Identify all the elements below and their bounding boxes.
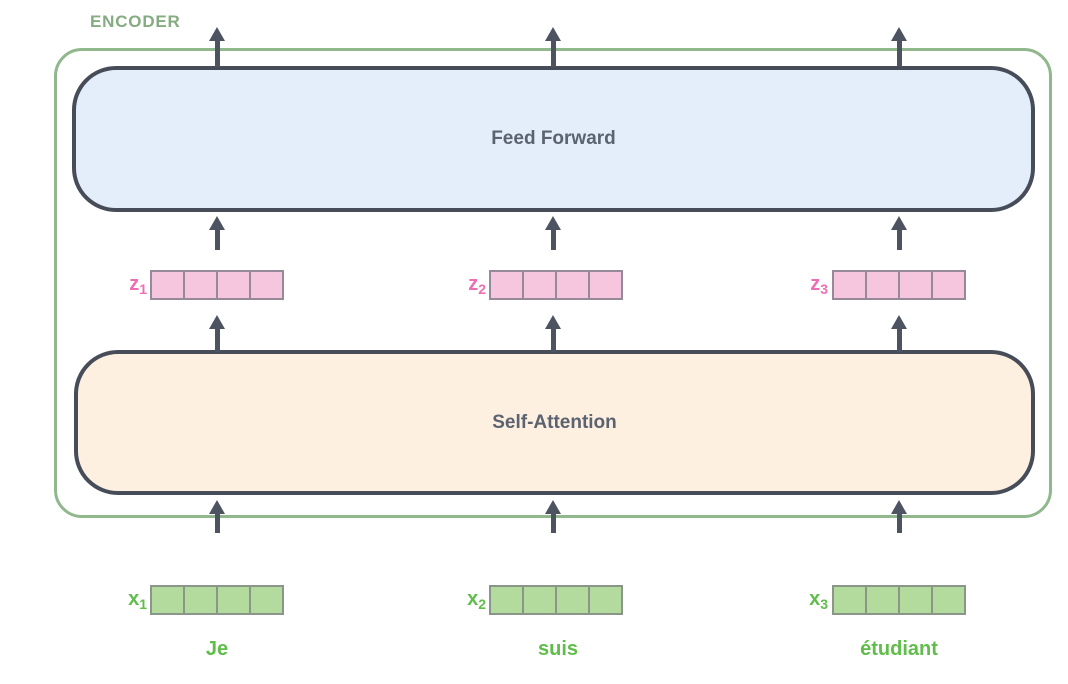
x2-subscript: 2: [478, 596, 486, 612]
vector-cell: [152, 587, 185, 613]
z2-base: z: [468, 273, 479, 295]
arrow-up-icon: [209, 500, 225, 533]
x2-vector-label: x2: [444, 585, 486, 618]
vector-cell: [590, 587, 621, 613]
vector-cell: [933, 272, 964, 298]
arrow-up-icon: [209, 315, 225, 352]
arrow-up-icon: [545, 315, 561, 352]
vector-cell: [867, 587, 900, 613]
vector-cell: [185, 272, 218, 298]
arrow-shaft: [896, 514, 902, 533]
z3-subscript: 3: [820, 281, 828, 297]
z1-subscript: 1: [139, 281, 147, 297]
z1-vector: [150, 270, 284, 300]
token-suis: suis: [537, 638, 579, 660]
x3-base: x: [809, 588, 821, 610]
arrow-up-icon: [891, 216, 907, 250]
x3-vector: [832, 585, 966, 615]
x3-vector-label: x3: [786, 585, 828, 618]
arrow-up-icon: [545, 27, 561, 67]
x2-base: x: [467, 588, 479, 610]
arrow-shaft: [550, 41, 556, 67]
token-je: Je: [205, 638, 229, 660]
arrow-head: [209, 500, 225, 514]
z3-vector-label: z3: [786, 270, 828, 303]
arrow-head: [545, 216, 561, 230]
vector-cell: [557, 587, 590, 613]
vector-cell: [152, 272, 185, 298]
arrow-shaft: [214, 329, 220, 352]
z2-vector-label: z2: [444, 270, 486, 303]
vector-cell: [900, 587, 933, 613]
x1-vector-label: x1: [105, 585, 147, 618]
self-attention-block: Self-Attention: [74, 350, 1035, 495]
vector-cell: [933, 587, 964, 613]
z2-subscript: 2: [478, 281, 486, 297]
arrow-head: [891, 500, 907, 514]
arrow-head: [545, 315, 561, 329]
arrow-shaft: [550, 514, 556, 533]
arrow-shaft: [896, 41, 902, 67]
arrow-up-icon: [545, 216, 561, 250]
arrow-up-icon: [891, 315, 907, 352]
vector-cell: [185, 587, 218, 613]
arrow-up-icon: [209, 27, 225, 67]
x1-vector: [150, 585, 284, 615]
vector-cell: [524, 272, 557, 298]
arrow-head: [209, 315, 225, 329]
z2-vector: [489, 270, 623, 300]
arrow-shaft: [214, 514, 220, 533]
arrow-head: [209, 27, 225, 41]
vector-cell: [834, 587, 867, 613]
vector-cell: [900, 272, 933, 298]
arrow-head: [891, 315, 907, 329]
vector-cell: [491, 587, 524, 613]
z3-vector: [832, 270, 966, 300]
z1-base: z: [129, 273, 140, 295]
arrow-shaft: [550, 230, 556, 250]
vector-cell: [867, 272, 900, 298]
arrow-head: [209, 216, 225, 230]
z3-base: z: [810, 273, 821, 295]
x2-vector: [489, 585, 623, 615]
arrow-shaft: [214, 230, 220, 250]
vector-cell: [491, 272, 524, 298]
vector-cell: [251, 272, 282, 298]
arrow-up-icon: [209, 216, 225, 250]
z1-vector-label: z1: [105, 270, 147, 303]
arrow-up-icon: [545, 500, 561, 533]
arrow-head: [891, 27, 907, 41]
arrow-head: [891, 216, 907, 230]
feed-forward-label: Feed Forward: [491, 128, 616, 149]
vector-cell: [834, 272, 867, 298]
arrow-head: [545, 27, 561, 41]
token-etudiant: étudiant: [860, 638, 938, 660]
self-attention-label: Self-Attention: [492, 411, 617, 433]
arrow-shaft: [214, 41, 220, 67]
feed-forward-block: Feed Forward: [72, 66, 1035, 212]
vector-cell: [251, 587, 282, 613]
arrow-head: [545, 500, 561, 514]
arrow-up-icon: [891, 500, 907, 533]
vector-cell: [590, 272, 621, 298]
arrow-shaft: [896, 329, 902, 352]
x1-subscript: 1: [139, 596, 147, 612]
arrow-shaft: [896, 230, 902, 250]
vector-cell: [218, 272, 251, 298]
x1-base: x: [128, 588, 140, 610]
arrow-shaft: [550, 329, 556, 352]
x3-subscript: 3: [820, 596, 828, 612]
arrow-up-icon: [891, 27, 907, 67]
vector-cell: [524, 587, 557, 613]
vector-cell: [557, 272, 590, 298]
vector-cell: [218, 587, 251, 613]
encoder-label: ENCODER: [90, 12, 181, 31]
